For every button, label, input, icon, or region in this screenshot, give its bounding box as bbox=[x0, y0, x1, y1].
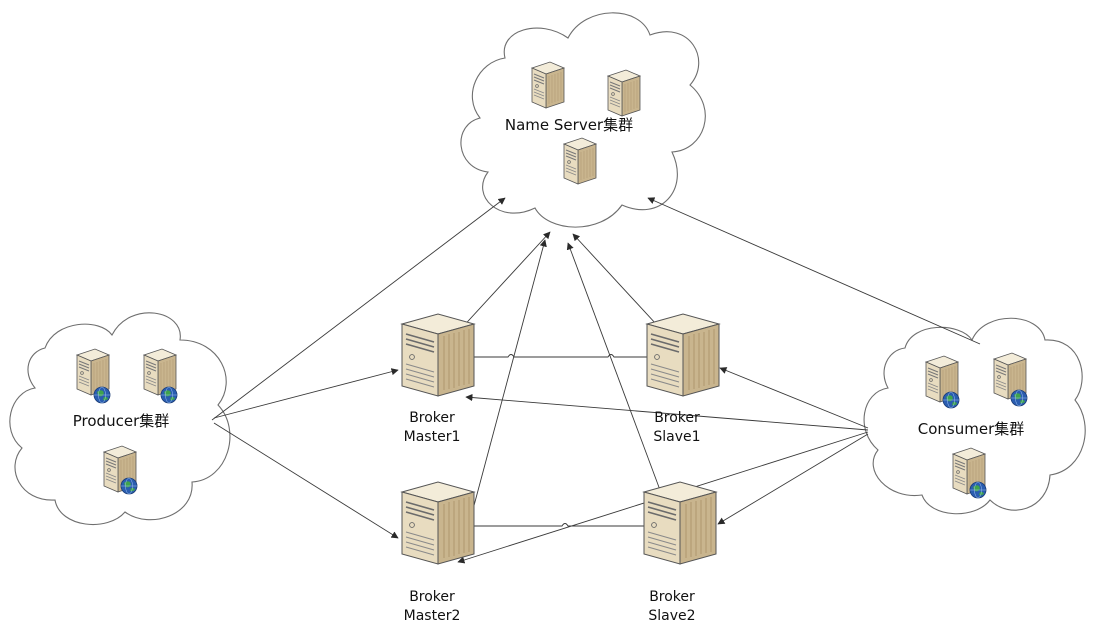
server-icon bbox=[563, 137, 597, 185]
globe-icon bbox=[1010, 389, 1028, 407]
consumer-cloud-shape bbox=[863, 317, 1086, 515]
broker-master1-label-line2: Master1 bbox=[404, 429, 461, 445]
server-icon bbox=[607, 69, 641, 117]
server-icon bbox=[643, 481, 717, 565]
producer-to-master1-arrow bbox=[213, 368, 399, 419]
broker-master1-label-line1: Broker bbox=[409, 410, 455, 426]
slave2-to-nameserver-arrow bbox=[566, 242, 661, 491]
broker-slave1-label-line2: Slave1 bbox=[653, 429, 700, 445]
server-icon bbox=[401, 313, 475, 397]
server-icon bbox=[531, 61, 565, 109]
name-server-cloud-shape bbox=[460, 12, 706, 228]
master2-to-slave2-replication-arrow bbox=[436, 522, 687, 530]
consumer-to-nameserver-arrow bbox=[647, 197, 981, 345]
server-icon bbox=[646, 313, 720, 397]
consumer-to-master1-arrow bbox=[465, 393, 869, 431]
server-icon bbox=[401, 481, 475, 565]
consumer-to-slave1-arrow bbox=[719, 367, 869, 429]
master1-to-slave1-replication-arrow bbox=[436, 353, 687, 361]
connections bbox=[211, 197, 981, 564]
consumer-cluster-label: Consumer集群 bbox=[918, 420, 1025, 438]
consumer-cluster: Consumer集群 bbox=[863, 317, 1086, 515]
globe-icon bbox=[93, 386, 111, 404]
producer-cluster-label: Producer集群 bbox=[73, 412, 169, 430]
broker-master1: Broker Master1 bbox=[401, 313, 475, 445]
broker-master2-label-line1: Broker bbox=[409, 589, 455, 605]
globe-icon bbox=[160, 386, 178, 404]
broker-slave2-label-line2: Slave2 bbox=[648, 608, 695, 624]
broker-master2: Broker Master2 bbox=[401, 481, 475, 624]
broker-slave1-label-line1: Broker bbox=[654, 410, 700, 426]
globe-icon bbox=[942, 391, 960, 409]
broker-slave2: Broker Slave2 bbox=[643, 481, 717, 624]
producer-to-nameserver-arrow bbox=[211, 197, 506, 421]
broker-master2-label-line2: Master2 bbox=[404, 608, 461, 624]
globe-icon bbox=[969, 481, 987, 499]
producer-to-master2-arrow bbox=[213, 422, 399, 539]
producer-cluster: Producer集群 bbox=[9, 312, 231, 525]
name-server-cluster: Name Server集群 bbox=[460, 12, 706, 228]
broker-slave1: Broker Slave1 bbox=[646, 313, 720, 445]
globe-icon bbox=[120, 477, 138, 495]
name-server-cluster-label: Name Server集群 bbox=[505, 116, 633, 134]
master2-to-nameserver-arrow bbox=[467, 239, 547, 529]
consumer-to-slave2-arrow bbox=[717, 433, 869, 525]
broker-slave2-label-line1: Broker bbox=[649, 589, 695, 605]
